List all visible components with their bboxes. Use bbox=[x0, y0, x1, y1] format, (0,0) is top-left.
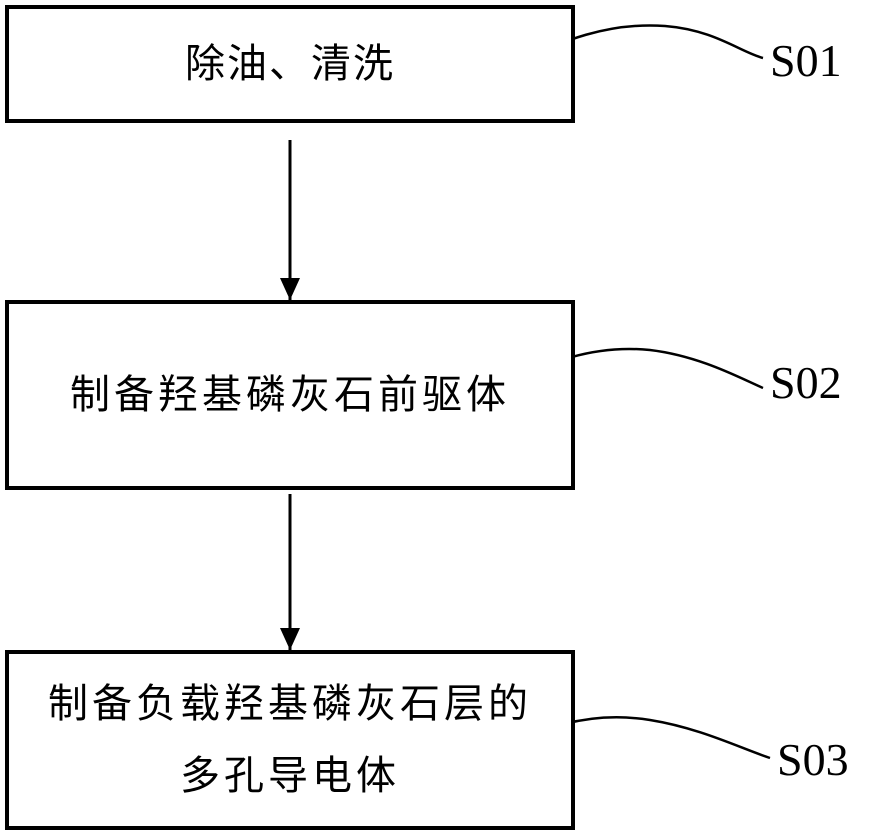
step-label-s03: S03 bbox=[777, 734, 849, 785]
step-box-s01: 除油、清洗 bbox=[5, 5, 575, 123]
step-text-s01: 除油、清洗 bbox=[185, 41, 395, 87]
step-label-s02: S02 bbox=[770, 357, 842, 408]
arrow-s02-to-s03-head bbox=[280, 628, 300, 650]
step-box-s03: 制备负载羟基磷灰石层的多孔导电体 bbox=[5, 650, 575, 830]
step-box-s02: 制备羟基磷灰石前驱体 bbox=[5, 300, 575, 490]
step-text-s02: 制备羟基磷灰石前驱体 bbox=[70, 372, 510, 418]
step-label-s01: S01 bbox=[770, 35, 842, 86]
step-text-s03: 制备负载羟基磷灰石层的多孔导电体 bbox=[48, 681, 532, 799]
arrow-s01-to-s02-head bbox=[280, 278, 300, 300]
